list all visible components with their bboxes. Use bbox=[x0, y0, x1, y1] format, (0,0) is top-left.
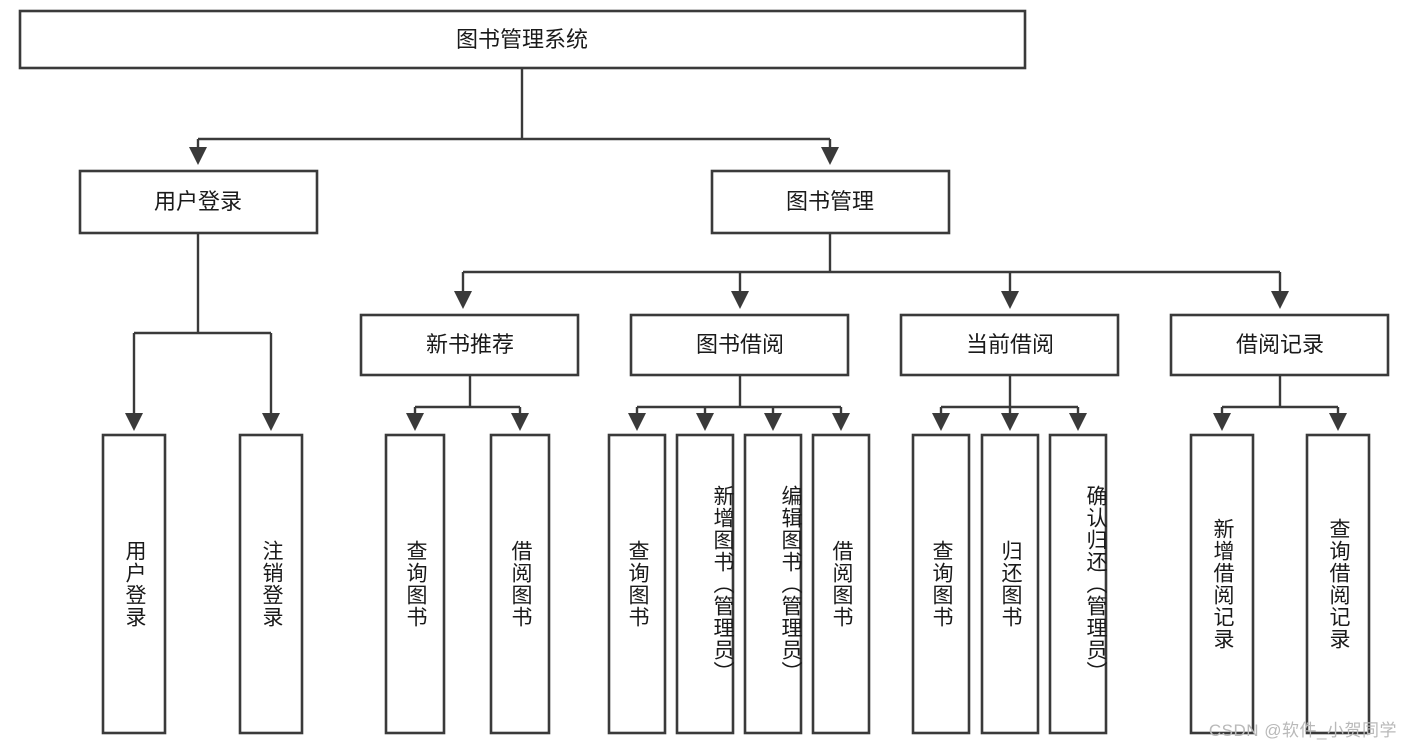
node-book-management-label: 图书管理 bbox=[786, 189, 874, 214]
leaf-box-user-login[interactable] bbox=[101, 433, 167, 735]
watermark-text: CSDN @软件_小贺同学 bbox=[1208, 721, 1397, 740]
leaf-box-confirm-return[interactable] bbox=[1048, 433, 1108, 735]
node-user-login[interactable]: 用户登录 bbox=[78, 169, 319, 235]
leaf-box-query-book-1[interactable] bbox=[384, 433, 446, 735]
leaf-box-borrow-book-1[interactable] bbox=[489, 433, 551, 735]
leaf-box-borrow-book-2[interactable] bbox=[811, 433, 871, 735]
node-current-borrow-label: 当前借阅 bbox=[966, 332, 1054, 357]
node-borrow-record-label: 借阅记录 bbox=[1236, 332, 1324, 357]
node-book-borrow-label: 图书借阅 bbox=[696, 332, 784, 357]
leaf-box-query-book-2[interactable] bbox=[607, 433, 667, 735]
leaf-box-add-record[interactable] bbox=[1189, 433, 1255, 735]
node-new-book-recommend[interactable]: 新书推荐 bbox=[359, 313, 580, 377]
node-root-book-management-system[interactable]: 图书管理系统 bbox=[18, 9, 1027, 70]
leaf-box-query-record[interactable] bbox=[1305, 433, 1371, 735]
leaf-box-user-logout[interactable] bbox=[238, 433, 304, 735]
leaf-box-edit-book[interactable] bbox=[743, 433, 803, 735]
node-root-label: 图书管理系统 bbox=[456, 27, 588, 52]
leaf-box-query-book-3[interactable] bbox=[911, 433, 971, 735]
node-current-borrow[interactable]: 当前借阅 bbox=[899, 313, 1120, 377]
leaf-box-add-book[interactable] bbox=[675, 433, 735, 735]
node-book-borrow[interactable]: 图书借阅 bbox=[629, 313, 850, 377]
node-new-book-recommend-label: 新书推荐 bbox=[426, 332, 514, 357]
node-user-login-label: 用户登录 bbox=[154, 189, 242, 214]
leaf-box-return-book[interactable] bbox=[980, 433, 1040, 735]
node-book-management[interactable]: 图书管理 bbox=[710, 169, 951, 235]
node-borrow-record[interactable]: 借阅记录 bbox=[1169, 313, 1390, 377]
